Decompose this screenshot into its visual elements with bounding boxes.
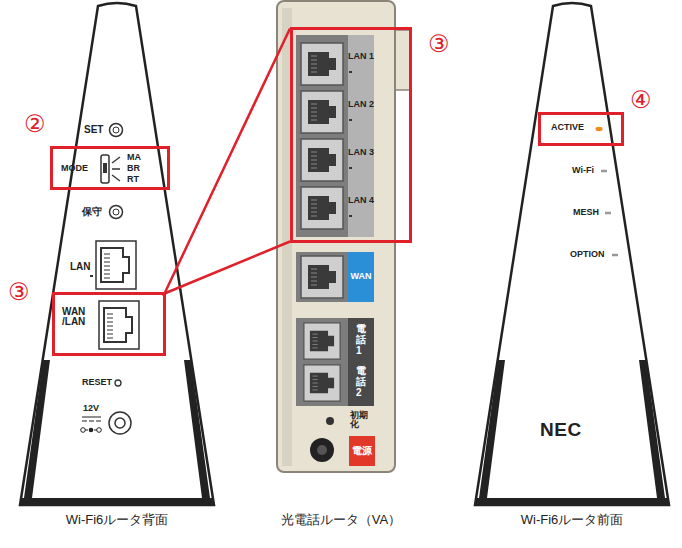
button-label: 初期化 — [350, 411, 370, 429]
wan-strip — [348, 252, 374, 302]
highlight-box: LAN 1 LAN 2 LAN 3 LAN 4 — [290, 27, 412, 243]
active-led — [596, 127, 603, 131]
highlight-connector — [165, 29, 291, 294]
node-label: MA — [127, 153, 141, 162]
side-tab — [395, 30, 411, 90]
housing — [277, 1, 395, 472]
wan-lan-port — [99, 301, 139, 349]
node-label: ACTIVE — [551, 123, 584, 132]
button-label: SET — [84, 125, 103, 135]
power-label-plate — [349, 436, 375, 466]
router-front — [475, 3, 669, 505]
wan-port — [301, 256, 343, 298]
reset-button — [115, 380, 121, 386]
phone-strip — [348, 318, 374, 406]
port-label: WAN — [348, 272, 374, 281]
led — [90, 275, 93, 277]
lan-port — [301, 139, 343, 181]
led-label: OPTION — [570, 250, 605, 259]
port-panel — [296, 35, 348, 237]
maintenance-button — [113, 209, 119, 215]
port-label: LAN — [70, 262, 91, 272]
stand-leg — [24, 360, 210, 498]
brand-logo: NEC — [540, 420, 582, 439]
set-button — [110, 124, 123, 137]
port-panel — [296, 318, 348, 406]
caption: Wi-Fi6ルータ背面 — [37, 513, 197, 526]
caption: 光電話ルータ（VA） — [256, 513, 426, 526]
set-button — [113, 127, 119, 133]
led — [349, 72, 352, 216]
dc-symbol — [89, 428, 94, 433]
base — [475, 498, 669, 505]
base — [20, 498, 214, 505]
highlight-box: WAN /LAN — [52, 292, 166, 356]
router-back — [20, 3, 214, 505]
maintenance-button — [110, 206, 123, 219]
dc-symbol — [97, 428, 102, 433]
port-label: 電話1 — [356, 323, 366, 356]
button-label: RESET — [82, 378, 112, 387]
power-label: 12V — [83, 404, 99, 413]
phone-port — [304, 323, 340, 359]
node-label: LAN 1 — [348, 52, 374, 61]
power-jack — [310, 438, 334, 462]
port-panel — [296, 252, 348, 302]
housing — [20, 3, 214, 505]
power-jack — [317, 445, 327, 455]
reset-hole — [326, 417, 334, 425]
node-label: LAN 4 — [348, 196, 374, 205]
callout-number: ③ — [428, 32, 450, 56]
va-router — [277, 1, 411, 472]
highlight-box: MODE MA BR RT — [50, 146, 170, 190]
housing — [475, 3, 669, 505]
label-strip — [348, 35, 374, 237]
button-label: 保守 — [82, 207, 102, 217]
phone-port — [304, 365, 340, 401]
dc-symbol — [82, 417, 101, 421]
led — [601, 171, 618, 255]
led-label: Wi-Fi — [572, 166, 594, 175]
node-label: RT — [127, 175, 139, 184]
node-label: LAN 2 — [348, 100, 374, 109]
led-label: MESH — [573, 208, 599, 217]
power-label: 電源 — [352, 446, 372, 456]
highlight-box: ACTIVE — [538, 112, 624, 146]
callout-number: ④ — [630, 88, 652, 112]
callout-number: ② — [24, 112, 46, 136]
dc-jack — [109, 412, 131, 434]
dc-symbol — [81, 428, 86, 433]
callout-number: ③ — [8, 280, 30, 304]
node-label: WAN /LAN — [62, 307, 96, 327]
port-label: 電話2 — [356, 365, 366, 398]
mode-switch — [101, 155, 109, 183]
caption: Wi-Fi6ルータ前面 — [492, 513, 652, 526]
lan-port — [96, 241, 136, 289]
mode-switch — [103, 163, 107, 173]
lan-port — [301, 91, 343, 133]
switch-mark — [112, 157, 120, 181]
node-label: LAN 3 — [348, 148, 374, 157]
node-label: MODE — [61, 164, 88, 173]
stand-leg — [479, 360, 665, 498]
node-label: BR — [127, 164, 140, 173]
dc-jack — [115, 418, 125, 428]
lan-port — [301, 187, 343, 229]
lan-port — [301, 43, 343, 85]
